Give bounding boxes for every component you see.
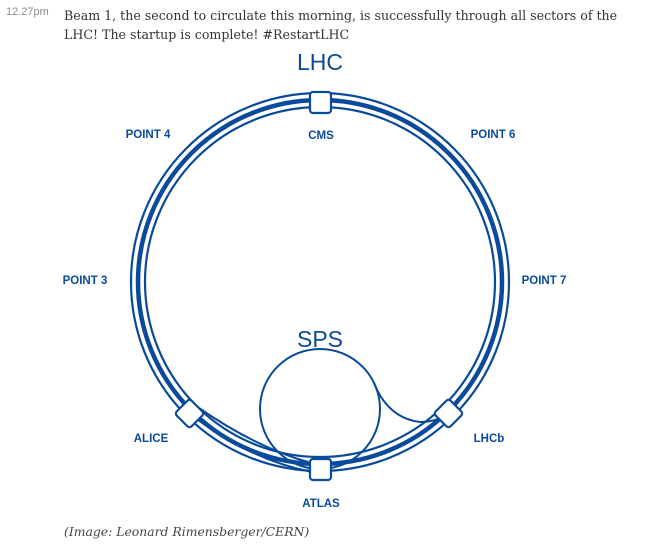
transfer-line-left-1 (189, 413, 313, 473)
label-point6: POINT 6 (471, 129, 516, 141)
label-lhcb: LHCb (474, 433, 505, 445)
label-alice: ALICE (134, 433, 169, 445)
label-atlas: ATLAS (302, 498, 340, 510)
atlas-box (308, 457, 333, 482)
transfer-line-left-2 (195, 405, 309, 463)
label-point4: POINT 4 (126, 129, 171, 141)
alice-box (174, 398, 205, 429)
label-point3: POINT 3 (63, 275, 108, 287)
image-caption: (Image: Leonard Rimensberger/CERN) (64, 524, 310, 539)
post-timestamp: 12.27pm (6, 6, 49, 18)
label-point7: POINT 7 (522, 275, 567, 287)
cms-box (308, 90, 333, 115)
label-cms: CMS (308, 130, 334, 142)
lhc-ring-diagram: LHC SPS CMS POINT 4 POINT 6 POINT 3 POIN… (63, 49, 567, 510)
sps-title: SPS (297, 326, 343, 352)
lhcb-box (433, 398, 464, 429)
post-text: Beam 1, the second to circulate this mor… (64, 8, 618, 42)
lhc-title: LHC (297, 49, 343, 75)
